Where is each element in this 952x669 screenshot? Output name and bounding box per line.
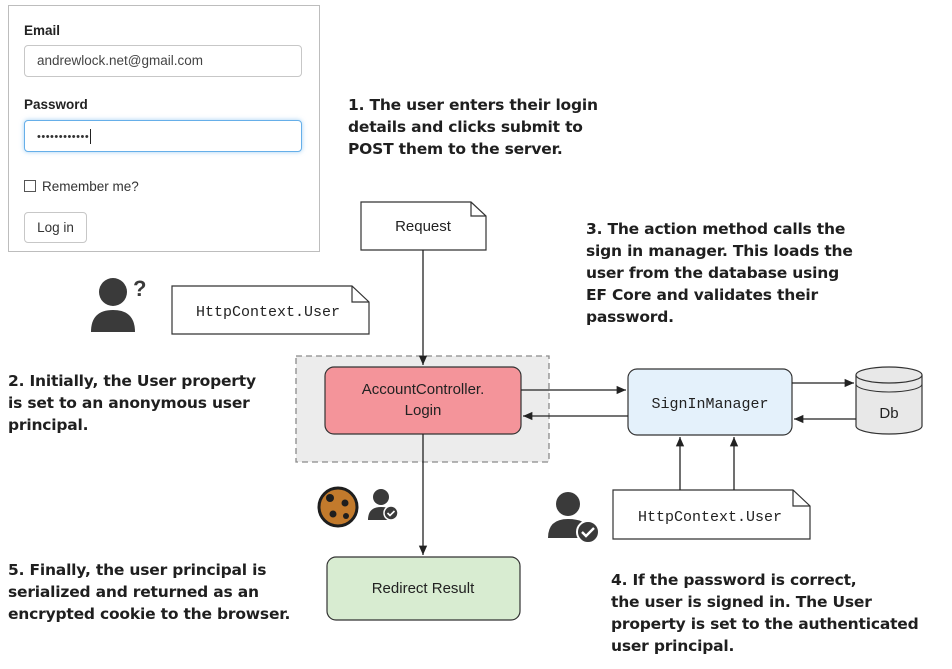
authenticated-user-icon [548, 492, 600, 544]
sign-in-manager-box [627, 368, 793, 436]
email-field[interactable]: andrewlock.net@gmail.com [24, 45, 302, 77]
http-context-label-top: HttpContext.User [196, 304, 340, 321]
http-context-doc-anonymous: HttpContext.User [171, 285, 370, 335]
controller-label-line1: AccountController. [362, 381, 485, 398]
account-controller-box [324, 366, 522, 435]
check-mark [581, 527, 595, 538]
password-field[interactable]: •••••••••••• [24, 120, 302, 152]
text-caret [90, 129, 92, 144]
cookie-icon [317, 486, 359, 528]
controller-label-line2: Login [405, 402, 442, 419]
remember-me-checkbox[interactable] [24, 180, 36, 192]
request-label: Request [395, 218, 452, 235]
request-document: Request [360, 201, 487, 251]
anon-question-mark: ? [133, 276, 146, 301]
redirect-result-box [326, 556, 521, 621]
password-value: •••••••••••• [37, 131, 90, 144]
database-icon: Db [855, 366, 923, 435]
db-label: Db [879, 405, 898, 422]
login-form: Email andrewlock.net@gmail.com Password … [8, 5, 320, 252]
remember-me-label: Remember me? [42, 179, 139, 194]
check-badge-icon [368, 489, 399, 521]
http-context-doc-authenticated: HttpContext.User [612, 489, 811, 540]
email-label: Email [24, 23, 61, 38]
anonymous-user-icon: ? [91, 276, 146, 332]
step4-note: 4. If the password is correct,the user i… [611, 571, 919, 655]
remember-me-row[interactable]: Remember me? [24, 179, 139, 194]
http-context-label-bottom: HttpContext.User [638, 509, 782, 526]
redirect-result-label: Redirect Result [372, 580, 475, 597]
sign-in-manager-label: SignInManager [651, 396, 768, 413]
login-button[interactable]: Log in [24, 212, 87, 243]
password-label: Password [24, 97, 88, 112]
